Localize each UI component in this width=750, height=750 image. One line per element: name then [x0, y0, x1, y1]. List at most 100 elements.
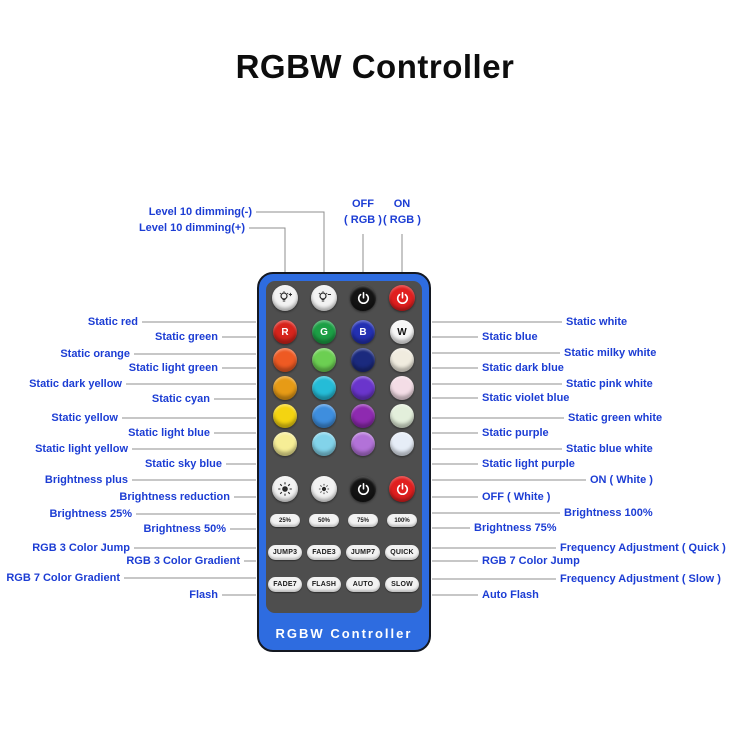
bulb-minus-icon	[318, 291, 331, 302]
power-icon	[396, 291, 408, 304]
label-on-rgb: ON ( RGB )	[376, 196, 428, 228]
label-static-yellow: Static yellow	[51, 412, 118, 424]
color-button-green: G	[312, 320, 336, 344]
label-static-green: Static green	[155, 331, 218, 343]
percent-button-50: 50%	[309, 514, 339, 527]
mode-button-jump3: JUMP3	[268, 545, 302, 560]
color-button-blue: B	[351, 320, 375, 344]
label-level-10-dimming-plus: Level 10 dimming(+)	[138, 222, 245, 234]
label-off-rgb: OFF ( RGB )	[337, 196, 389, 228]
color-button-yellow	[273, 404, 297, 428]
bulb-plus-icon	[279, 291, 292, 302]
power-icon	[357, 482, 369, 495]
brightness-plus-button	[272, 476, 298, 502]
mode-button-quick: QUICK	[385, 545, 419, 560]
label-off-white: OFF ( White )	[482, 491, 551, 503]
off-rgb-button	[350, 285, 376, 311]
label-brightness-reduction: Brightness reduction	[119, 491, 230, 503]
label-brightness-plus: Brightness plus	[44, 474, 128, 486]
label-on-white: ON ( White )	[590, 474, 653, 486]
label-static-sky-blue: Static sky blue	[144, 458, 222, 470]
color-button-light-yellow	[273, 432, 297, 456]
on-rgb-button	[389, 285, 415, 311]
color-button-letter: R	[281, 326, 289, 338]
label-rgb7-color-gradient: RGB 7 Color Gradient	[6, 572, 120, 584]
color-button-light-blue	[312, 404, 336, 428]
label-static-dark-blue: Static dark blue	[482, 362, 564, 374]
label-static-violet-blue: Static violet blue	[482, 392, 570, 404]
label-frequency-adjustment-slow: Frequency Adjustment ( Slow )	[560, 573, 721, 585]
label-static-purple: Static purple	[482, 427, 549, 439]
label-level-10-dimming-minus: Level 10 dimming(-)	[148, 206, 252, 218]
label-static-cyan: Static cyan	[151, 393, 210, 405]
label-static-white: Static white	[566, 316, 628, 328]
label-auto-flash: Auto Flash	[482, 589, 539, 601]
color-button-orange	[273, 348, 297, 372]
mode-button-auto: AUTO	[346, 577, 380, 592]
sun-icon	[278, 482, 292, 496]
percent-button-100: 100%	[387, 514, 417, 527]
percent-button-25: 25%	[270, 514, 300, 527]
color-button-red: R	[273, 320, 297, 344]
color-button-light-purple	[351, 432, 375, 456]
label-static-light-blue: Static light blue	[128, 427, 210, 439]
color-button-pink-white	[390, 376, 414, 400]
color-button-sky-blue	[312, 432, 336, 456]
label-off-rgb-line2: ( RGB )	[344, 214, 382, 226]
remote-brand-label: RGBW Controller	[275, 626, 413, 641]
power-icon	[396, 482, 408, 495]
color-button-violet-blue	[351, 376, 375, 400]
label-static-light-green: Static light green	[128, 362, 218, 374]
label-brightness-50: Brightness 50%	[143, 523, 226, 535]
label-static-pink-white: Static pink white	[566, 378, 653, 390]
mode-button-flash: FLASH	[307, 577, 341, 592]
label-static-milky-white: Static milky white	[564, 347, 657, 359]
color-button-blue-white	[390, 432, 414, 456]
mode-button-fade7: FADE7	[268, 577, 302, 592]
sun-small-icon	[318, 483, 330, 495]
label-off-rgb-line1: OFF	[352, 198, 374, 210]
label-flash: Flash	[189, 589, 218, 601]
label-static-green-white: Static green white	[568, 412, 663, 424]
color-button-letter: G	[320, 326, 328, 338]
color-button-milky-white	[390, 348, 414, 372]
level-dim-plus-button	[272, 285, 298, 311]
mode-button-slow: SLOW	[385, 577, 419, 592]
color-button-green-white	[390, 404, 414, 428]
color-button-white: W	[390, 320, 414, 344]
color-button-dark-yellow	[273, 376, 297, 400]
color-button-dark-blue	[351, 348, 375, 372]
label-rgb7-color-jump: RGB 7 Color Jump	[482, 555, 580, 567]
page-title: RGBW Controller	[235, 48, 515, 85]
off-white-button	[350, 476, 376, 502]
label-brightness-25: Brightness 25%	[49, 508, 132, 520]
color-button-light-green	[312, 348, 336, 372]
color-button-letter: B	[359, 326, 367, 338]
label-brightness-100: Brightness 100%	[564, 507, 653, 519]
color-button-purple	[351, 404, 375, 428]
label-brightness-75: Brightness 75%	[474, 522, 557, 534]
percent-button-75: 75%	[348, 514, 378, 527]
label-frequency-adjustment-quick: Frequency Adjustment ( Quick )	[560, 542, 726, 554]
label-static-dark-yellow: Static dark yellow	[29, 378, 122, 390]
color-button-letter: W	[397, 326, 407, 338]
power-icon	[357, 291, 369, 304]
remote-panel: R G B W	[266, 281, 422, 613]
label-static-red: Static red	[87, 316, 138, 328]
label-static-blue: Static blue	[482, 331, 538, 343]
mode-button-jump7: JUMP7	[346, 545, 380, 560]
label-static-orange: Static orange	[60, 348, 130, 360]
on-white-button	[389, 476, 415, 502]
level-dim-minus-button	[311, 285, 337, 311]
brightness-reduction-button	[311, 476, 337, 502]
label-static-light-yellow: Static light yellow	[35, 443, 128, 455]
mode-button-fade3: FADE3	[307, 545, 341, 560]
remote-body: R G B W	[257, 272, 431, 652]
label-rgb3-color-jump: RGB 3 Color Jump	[32, 542, 130, 554]
label-on-rgb-line2: ( RGB )	[383, 214, 421, 226]
label-static-light-purple: Static light purple	[482, 458, 575, 470]
color-button-cyan	[312, 376, 336, 400]
label-static-blue-white: Static blue white	[566, 443, 653, 455]
label-on-rgb-line1: ON	[393, 198, 411, 210]
